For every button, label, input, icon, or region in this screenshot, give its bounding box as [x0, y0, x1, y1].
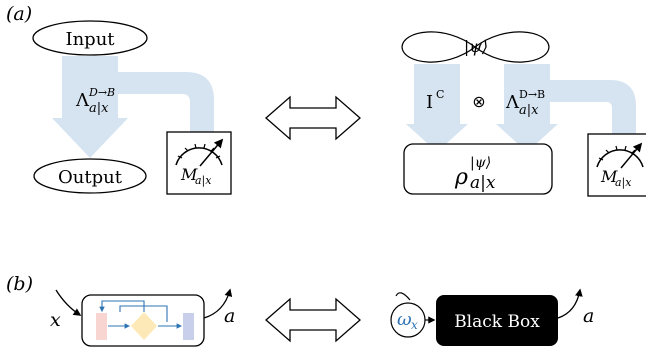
- equivalence-arrow-b: [265, 297, 361, 343]
- channel-label-right: Λ D→B a|x: [505, 83, 550, 118]
- channel-flow-arrow: [52, 56, 128, 158]
- input-node: [32, 20, 148, 56]
- meter-dial-right-icon: [596, 149, 644, 168]
- output-a-label-left: a: [224, 305, 235, 327]
- measurement-flow-arrow: [496, 64, 558, 152]
- meter-subscript-right: a|x: [615, 176, 632, 190]
- identity-flow-arrow: [406, 64, 468, 152]
- meter-dial-icon: [175, 147, 223, 166]
- state-lobes: [401, 31, 550, 63]
- identity-superscript: C: [436, 88, 444, 101]
- meter-label-right: M a|x: [600, 167, 632, 190]
- input-label: Input: [65, 29, 115, 50]
- black-box: [436, 295, 558, 346]
- input-x-label: x: [50, 309, 61, 331]
- omega-subscript: x: [411, 318, 418, 332]
- tensor-symbol: ⊗: [472, 92, 485, 111]
- circuit-flow-lines: [99, 300, 183, 329]
- channel-symbol-right: Λ: [505, 92, 520, 113]
- rho-label: ρ |ψ⟩ a|x: [454, 152, 496, 193]
- rho-symbol: ρ: [454, 165, 468, 190]
- identity-label: I C: [426, 88, 444, 113]
- meter-needle-icon: [199, 138, 224, 167]
- rho-subscript: a|x: [470, 173, 496, 193]
- channel-symbol: Λ: [75, 90, 90, 111]
- output-a-arrow-left: [203, 288, 233, 319]
- omega-symbol: ω: [397, 309, 412, 330]
- omega-curve: [395, 292, 411, 301]
- panel-b-label: (b): [6, 273, 33, 295]
- meter-label: M a|x: [180, 165, 212, 188]
- circuit-block-lavender: [183, 313, 194, 340]
- panel-a-label: (a): [6, 3, 32, 25]
- output-node: [33, 158, 147, 194]
- output-label: Output: [58, 167, 123, 188]
- channel-subscript: a|x: [89, 101, 109, 116]
- identity-symbol: I: [426, 92, 433, 113]
- channel-superscript-right: D→B: [519, 88, 545, 101]
- rho-superscript: |ψ⟩: [470, 155, 491, 171]
- output-a-label-right: a: [583, 305, 594, 327]
- meter-subscript: a|x: [195, 174, 212, 188]
- black-box-label: Black Box: [454, 312, 540, 332]
- equivalence-arrow-a: [265, 95, 361, 141]
- omega-label: ω x: [397, 309, 418, 332]
- meter-ticks-icon: [177, 143, 221, 159]
- channel-superscript: D→B: [88, 86, 115, 99]
- circuit-decision-diamond: [131, 312, 157, 340]
- channel-label: Λ D→B a|x: [75, 81, 120, 116]
- meter-symbol: M: [180, 165, 198, 184]
- channel-subscript-right: a|x: [519, 103, 539, 118]
- circuit-block-pink: [96, 313, 107, 340]
- meter-flow-arrow: [118, 72, 214, 138]
- meter-needle-right-icon: [620, 142, 643, 169]
- input-x-arrow: [55, 289, 82, 316]
- state-label: |ψ⟩: [464, 37, 488, 56]
- meter-symbol-right: M: [600, 167, 618, 186]
- meter-flow-arrow-right: [550, 80, 636, 144]
- output-a-arrow-right: [557, 288, 583, 319]
- rho-box: [403, 143, 553, 195]
